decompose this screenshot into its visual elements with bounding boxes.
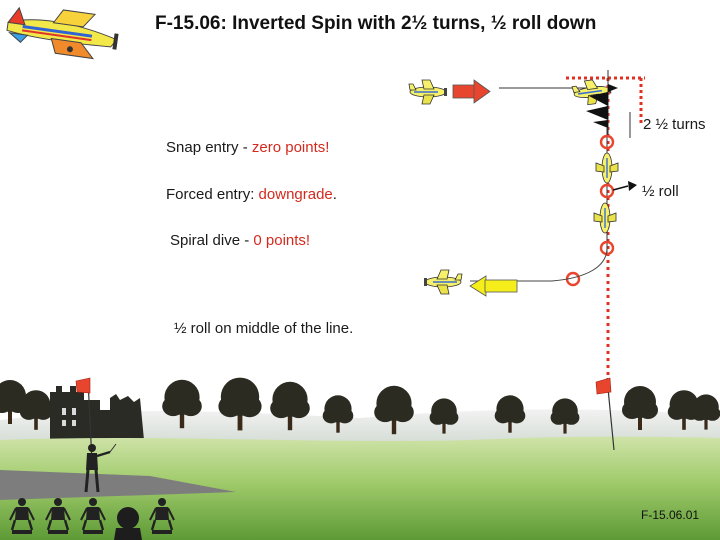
exit-curve [470, 247, 608, 282]
plane-icon [408, 79, 448, 105]
forced-entry-prefix: Forced entry: [166, 186, 259, 203]
exit-arrow [469, 275, 518, 297]
figure-id-footer: F-15.06.01 [641, 508, 700, 522]
aerobatic-plane-logo [6, 6, 119, 60]
roll-marker [599, 240, 615, 256]
plane-icon [593, 202, 617, 234]
roll-arrow [612, 185, 629, 191]
grass-field [0, 436, 720, 540]
snap-entry-note: Snap entry - zero points! [166, 139, 329, 156]
forced-entry-suffix: . [332, 186, 337, 203]
castle-ruin [50, 386, 144, 440]
judge-figure [114, 507, 142, 540]
spiral-dive-note: Spiral dive - 0 points! [170, 232, 310, 249]
forced-entry-penalty: downgrade [258, 186, 333, 203]
roll-label: ½ roll [642, 183, 679, 200]
snap-entry-penalty: zero points! [251, 139, 330, 156]
roll-position-note: ½ roll on middle of the line. [174, 320, 354, 337]
runway [0, 470, 236, 500]
roll-arrow-head [628, 181, 637, 191]
snap-entry-prefix: Snap entry - [166, 139, 252, 156]
turns-label: 2 ½ turns [643, 116, 706, 133]
spiral-dive-penalty: 0 points! [253, 232, 311, 249]
page-title-text: F-15.06: Inverted Spin with 2½ turns, ½ … [155, 13, 597, 34]
pilot-figure [84, 443, 117, 493]
flag-icon [595, 377, 615, 451]
roll-marker [599, 134, 615, 150]
entry-arrow [452, 79, 491, 104]
spin-turn-flags [586, 70, 618, 135]
spiral-dive-prefix: Spiral dive - [170, 232, 254, 249]
plane-icon [423, 269, 463, 295]
forced-entry-note: Forced entry: downgrade. [166, 186, 337, 203]
roll-marker [599, 183, 615, 199]
plane-icon [595, 152, 619, 184]
